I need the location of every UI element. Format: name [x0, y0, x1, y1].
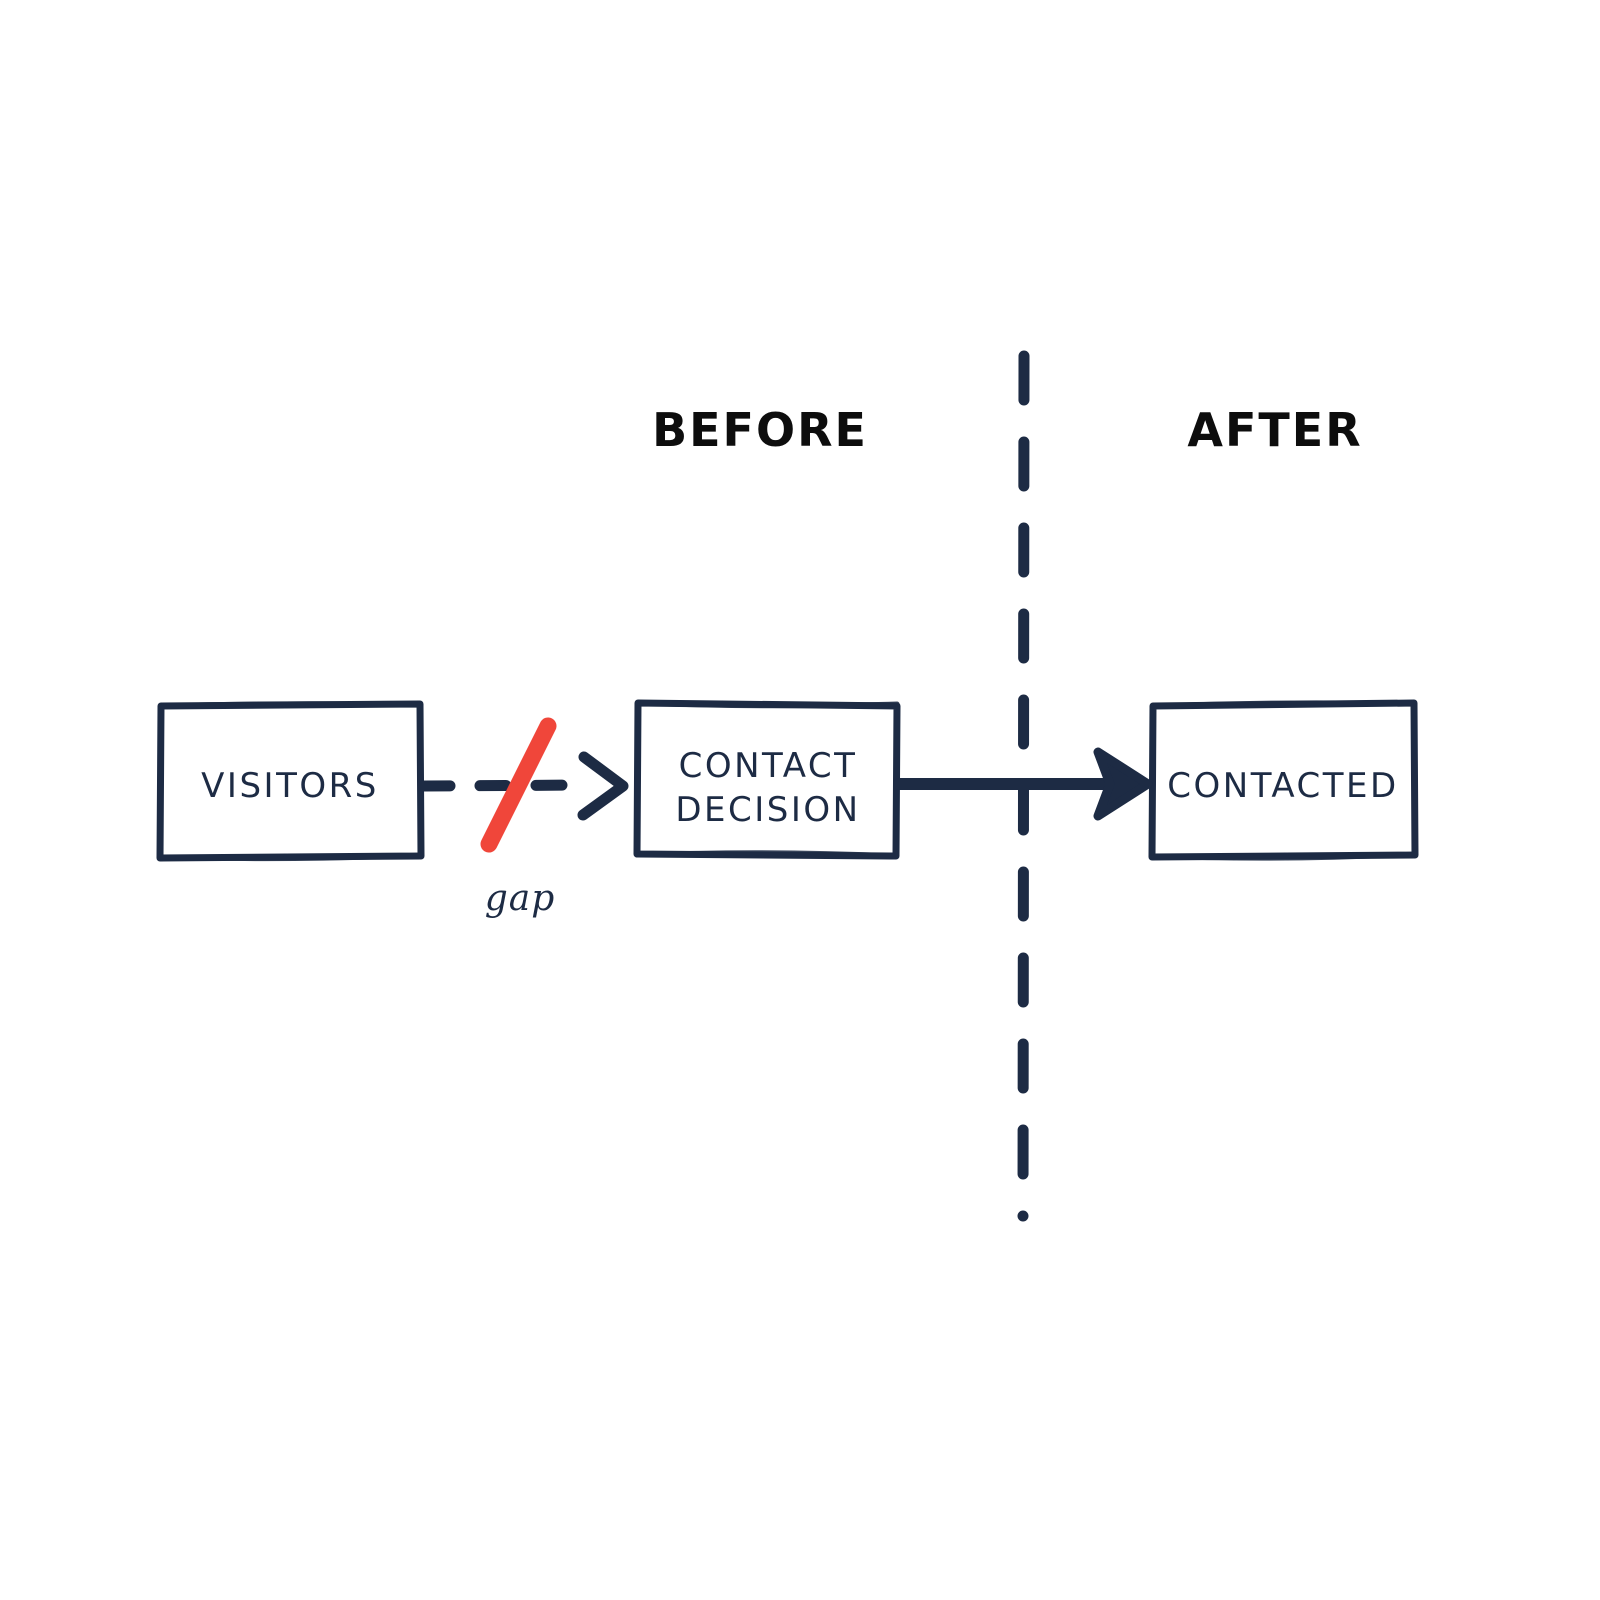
phase-label-after: AFTER — [1187, 403, 1363, 457]
connector-visitors-to-decision — [418, 751, 629, 821]
node-box-contacted[interactable] — [1148, 699, 1419, 861]
node-label-contact-decision: CONTACT DECISION — [675, 746, 861, 830]
node-label-contacted: CONTACTED — [1167, 766, 1399, 806]
node-box-visitors[interactable] — [156, 700, 425, 862]
gap-slash-marker — [480, 717, 557, 853]
phase-label-before: BEFORE — [652, 403, 868, 457]
node-box-contact-decision[interactable] — [633, 699, 901, 860]
gap-label: gap — [484, 878, 556, 919]
connector-decision-to-contacted — [893, 747, 1153, 821]
node-label-visitors: VISITORS — [201, 766, 379, 806]
